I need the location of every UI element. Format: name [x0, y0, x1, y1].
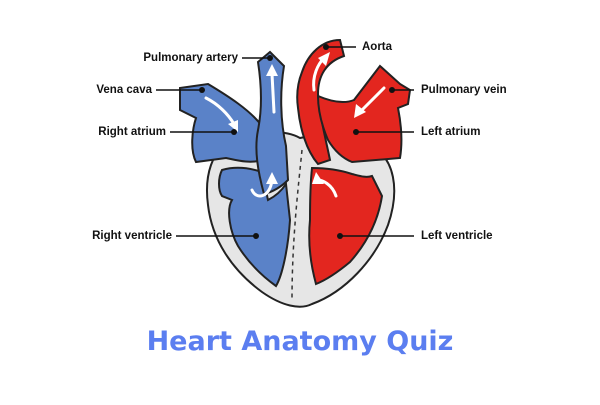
dot-left-atrium [353, 129, 359, 135]
dot-pulmonary-vein [389, 87, 395, 93]
label-left-atrium: Left atrium [421, 126, 481, 138]
arrow-heads [228, 52, 366, 184]
page-title: Heart Anatomy Quiz [146, 326, 454, 357]
left-atrium-shape [316, 64, 412, 164]
dot-left-ventricle [337, 233, 343, 239]
arrow-right-ventricle [250, 178, 274, 198]
label-vena-cava: Vena cava [96, 84, 152, 96]
label-aorta: Aorta [362, 41, 393, 53]
label-right-atrium: Right atrium [98, 126, 166, 138]
arrowhead-vena-cava [228, 120, 238, 132]
arrowhead-left-ventricle [312, 172, 324, 184]
label-pulmonary-artery: Pulmonary artery [143, 52, 238, 64]
dot-right-atrium [231, 129, 237, 135]
arrowhead-right-ventricle [266, 172, 278, 184]
label-right-ventricle: Right ventricle [92, 230, 172, 242]
label-left-ventricle: Left ventricle [421, 230, 493, 242]
label-pulmonary-vein: Pulmonary vein [421, 84, 507, 96]
right-atrium-shape [179, 82, 263, 164]
leader-dots [199, 44, 395, 239]
dot-aorta [323, 44, 329, 50]
dot-right-ventricle [253, 233, 259, 239]
septum [291, 149, 303, 301]
arrow-pulmonary-vein [358, 86, 386, 114]
dot-pulmonary-artery [267, 55, 273, 61]
leader-lines [156, 46, 414, 237]
dot-vena-cava [199, 87, 205, 93]
arrow-vena-cava [204, 96, 236, 126]
arrow-pulmonary-artery [270, 72, 276, 114]
arrowhead-aorta [318, 52, 330, 66]
arrowhead-pulmonary-artery [266, 64, 278, 76]
arrowhead-pulmonary-vein [354, 104, 366, 118]
left-ventricle-shape [308, 166, 384, 286]
